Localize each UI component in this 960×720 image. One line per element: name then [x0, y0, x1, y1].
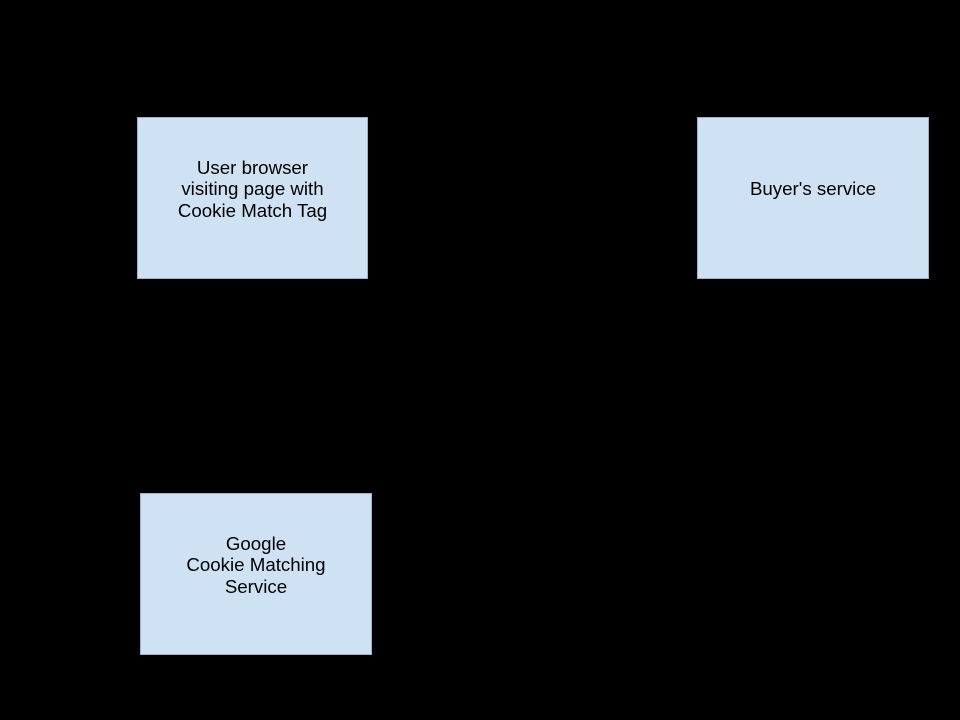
node-text-line: Cookie Match Tag	[177, 199, 328, 221]
node-text-line: Service	[224, 575, 288, 597]
node-google-cookie-matching-service-label: Google Cookie Matching Service	[186, 533, 325, 598]
node-text-line: visiting page with	[181, 178, 324, 200]
node-user-browser: User browser visiting page with Cookie M…	[137, 117, 368, 279]
node-text-line: Cookie Matching	[186, 554, 326, 576]
node-user-browser-label: User browser visiting page with Cookie M…	[178, 157, 327, 222]
node-buyers-service-label: Buyer's service	[750, 178, 876, 200]
node-buyers-service: Buyer's service	[697, 117, 929, 279]
node-text-line: Buyer's service	[749, 178, 877, 200]
node-google-cookie-matching-service: Google Cookie Matching Service	[140, 493, 372, 655]
node-text-line: User browser	[196, 156, 309, 178]
node-text-line: Google	[225, 532, 287, 554]
